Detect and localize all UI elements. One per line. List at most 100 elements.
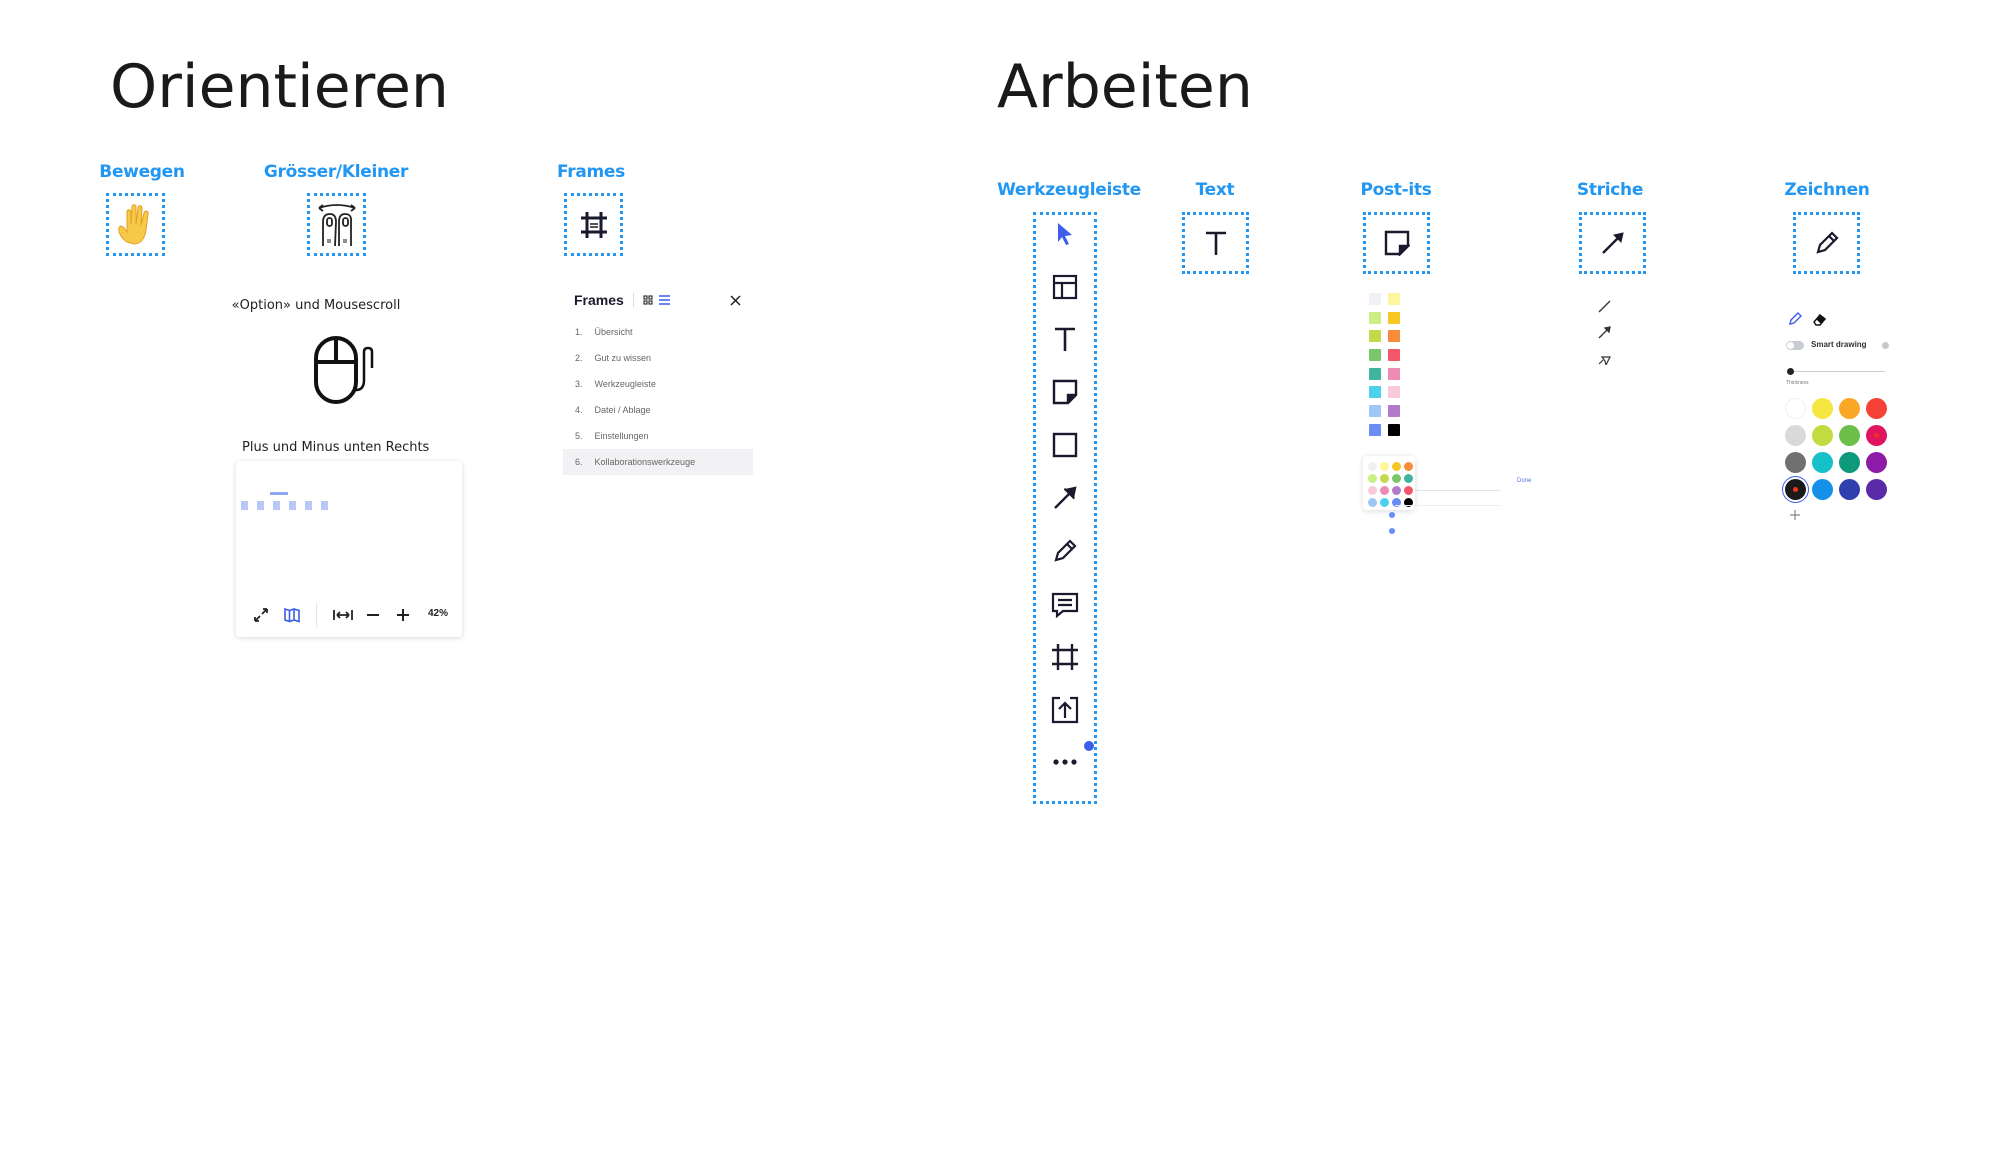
pencil-icon[interactable] xyxy=(1788,312,1802,326)
minimap-icon[interactable] xyxy=(283,606,301,624)
info-icon[interactable] xyxy=(1882,342,1889,349)
line-icon[interactable] xyxy=(1598,300,1611,313)
frame-list-item[interactable]: 5.Einstellungen xyxy=(575,431,649,441)
zoom-in-icon[interactable] xyxy=(397,609,409,621)
text-tool[interactable] xyxy=(1182,212,1249,274)
notification-dot xyxy=(1084,741,1094,751)
color-swatch[interactable] xyxy=(1369,311,1381,324)
frames-panel: Frames 1.Übersicht 2.Gut zu wissen 3.Wer… xyxy=(563,288,753,475)
color-swatch[interactable] xyxy=(1380,486,1389,495)
postits-tool[interactable] xyxy=(1363,212,1430,274)
frame-icon[interactable] xyxy=(1051,643,1079,671)
frame-list-item[interactable]: 3.Werkzeugleiste xyxy=(575,379,656,389)
color-swatch[interactable] xyxy=(1388,293,1400,305)
frames-tool[interactable] xyxy=(564,193,623,256)
thickness-slider-handle[interactable] xyxy=(1787,368,1794,375)
color-swatch[interactable] xyxy=(1392,474,1401,483)
arrow-line-icon[interactable] xyxy=(1598,326,1611,339)
color-swatch[interactable] xyxy=(1380,474,1389,483)
color-swatch[interactable] xyxy=(1388,330,1400,343)
color-swatch[interactable] xyxy=(1392,498,1401,507)
comment-icon[interactable] xyxy=(1051,592,1079,618)
color-swatch[interactable] xyxy=(1785,479,1806,500)
sticky-note-icon xyxy=(1384,230,1410,256)
thickness-slider[interactable] xyxy=(1787,371,1885,372)
user-dot xyxy=(1389,512,1395,518)
block-arrow-icon[interactable] xyxy=(1598,352,1611,365)
bewegen-tool[interactable] xyxy=(106,193,165,256)
color-swatch[interactable] xyxy=(1785,398,1806,419)
color-swatch[interactable] xyxy=(1388,311,1400,324)
color-swatch[interactable] xyxy=(1785,452,1806,473)
divider xyxy=(1415,490,1500,491)
color-swatch[interactable] xyxy=(1392,486,1401,495)
text-icon[interactable] xyxy=(1053,326,1077,352)
color-swatch[interactable] xyxy=(1380,462,1389,471)
add-color-icon[interactable] xyxy=(1790,510,1800,520)
grid-view-icon[interactable] xyxy=(643,295,653,305)
smart-drawing-toggle[interactable] xyxy=(1786,341,1804,350)
arrow-icon[interactable] xyxy=(1052,485,1078,511)
groesser-tool[interactable] xyxy=(307,193,366,256)
more-icon[interactable] xyxy=(1052,758,1078,766)
color-swatch[interactable] xyxy=(1368,486,1377,495)
color-swatch[interactable] xyxy=(1839,425,1860,446)
color-swatch[interactable] xyxy=(1388,386,1400,399)
shape-icon[interactable] xyxy=(1052,432,1078,458)
sticky-note-icon[interactable] xyxy=(1052,379,1078,405)
color-swatch[interactable] xyxy=(1404,486,1413,495)
color-swatch[interactable] xyxy=(1369,386,1381,399)
color-swatch[interactable] xyxy=(1839,452,1860,473)
color-swatch[interactable] xyxy=(1368,462,1377,471)
color-swatch[interactable] xyxy=(1404,474,1413,483)
color-swatch[interactable] xyxy=(1388,349,1400,362)
color-swatch[interactable] xyxy=(1812,479,1833,500)
list-view-icon[interactable] xyxy=(658,295,670,305)
color-swatch[interactable] xyxy=(1404,498,1413,507)
color-swatch[interactable] xyxy=(1866,425,1887,446)
close-icon[interactable] xyxy=(730,294,741,306)
color-swatch[interactable] xyxy=(1369,423,1381,436)
color-swatch[interactable] xyxy=(1369,405,1381,418)
select-icon[interactable] xyxy=(1055,221,1075,247)
color-swatch[interactable] xyxy=(1388,405,1400,418)
color-swatch[interactable] xyxy=(1380,498,1389,507)
color-swatch[interactable] xyxy=(1866,398,1887,419)
scroll-hint: «Option» und Mousescroll xyxy=(231,298,401,313)
zeichnen-tool[interactable] xyxy=(1793,212,1860,274)
frame-list-item[interactable]: 1.Übersicht xyxy=(575,327,633,337)
color-swatch[interactable] xyxy=(1388,423,1400,436)
color-swatch[interactable] xyxy=(1368,498,1377,507)
zoom-out-icon[interactable] xyxy=(367,610,379,620)
upload-icon[interactable] xyxy=(1051,696,1079,724)
color-swatch[interactable] xyxy=(1812,398,1833,419)
color-swatch[interactable] xyxy=(1369,293,1381,305)
color-swatch[interactable] xyxy=(1812,425,1833,446)
frame-list-item[interactable]: 4.Datei / Ablage xyxy=(575,405,651,415)
color-swatch[interactable] xyxy=(1866,479,1887,500)
fullscreen-icon[interactable] xyxy=(253,607,269,623)
toolbar xyxy=(1033,212,1097,804)
eraser-icon[interactable] xyxy=(1813,313,1827,326)
frame-list-item[interactable]: 2.Gut zu wissen xyxy=(575,353,652,363)
color-swatch[interactable] xyxy=(1369,367,1381,380)
fit-to-screen-icon[interactable] xyxy=(333,608,353,622)
pen-icon[interactable] xyxy=(1052,538,1078,564)
color-swatch[interactable] xyxy=(1839,479,1860,500)
templates-icon[interactable] xyxy=(1052,274,1078,300)
color-swatch[interactable] xyxy=(1812,452,1833,473)
postit-colors-right xyxy=(1388,293,1400,436)
color-swatch[interactable] xyxy=(1369,349,1381,362)
color-swatch[interactable] xyxy=(1369,330,1381,343)
color-swatch[interactable] xyxy=(1866,452,1887,473)
color-swatch[interactable] xyxy=(1392,462,1401,471)
color-swatch[interactable] xyxy=(1368,474,1377,483)
frame-list-item-selected[interactable]: 6.Kollaborationswerkzeuge xyxy=(563,449,753,475)
color-swatch[interactable] xyxy=(1839,398,1860,419)
user-dot xyxy=(1389,528,1395,534)
color-swatch[interactable] xyxy=(1785,425,1806,446)
color-swatch[interactable] xyxy=(1388,367,1400,380)
striche-tool[interactable] xyxy=(1579,212,1646,274)
done-button[interactable]: Done xyxy=(1517,478,1532,484)
color-swatch[interactable] xyxy=(1404,462,1413,471)
